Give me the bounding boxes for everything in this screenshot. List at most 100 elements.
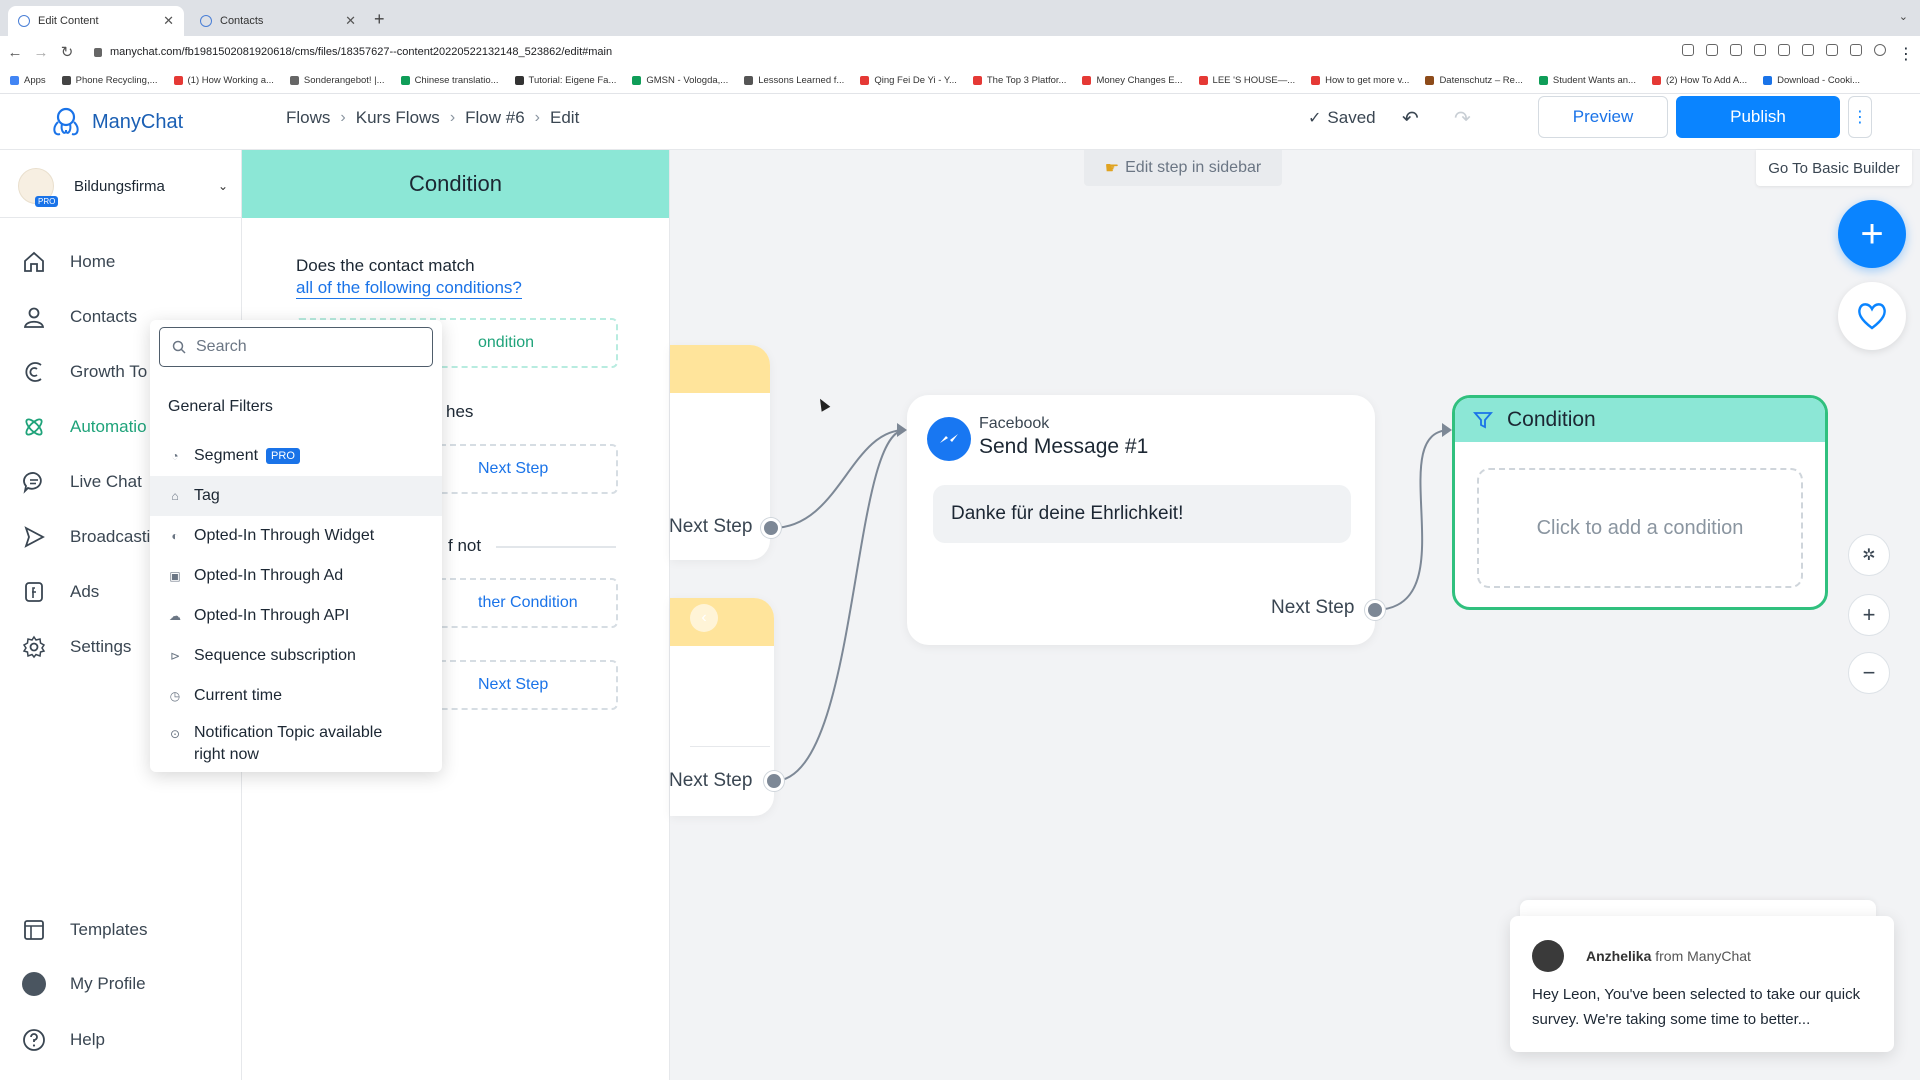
reload-icon[interactable]: ↻ <box>60 44 74 61</box>
next-step-connector[interactable] <box>761 518 781 538</box>
search-input[interactable] <box>196 338 416 356</box>
filter-dropdown: General Filters ◔ Segment PRO ⌂ Tag ◐ Op… <box>150 320 442 772</box>
next-step-label: Next Step <box>669 770 753 791</box>
bookmark-item[interactable]: Sonderangebot! |... <box>289 75 385 86</box>
magic-wand-button[interactable]: ✲ <box>1848 534 1890 576</box>
manychat-logo[interactable]: ManyChat <box>48 104 183 140</box>
nav-item-help[interactable]: Help <box>22 1028 232 1052</box>
breadcrumb-flows[interactable]: Flows <box>286 108 331 127</box>
nav-item-my-profile[interactable]: My Profile <box>22 972 232 996</box>
close-tab-icon[interactable]: ✕ <box>163 13 174 28</box>
puzzle-icon[interactable] <box>1802 44 1814 56</box>
chat-popup[interactable]: Anzhelika from ManyChat Hey Leon, You've… <box>1510 916 1894 1052</box>
bookmark-item[interactable]: Download - Cooki... <box>1763 75 1860 86</box>
translate-icon[interactable] <box>1682 44 1694 56</box>
bookmark-item[interactable]: Qing Fei De Yi - Y... <box>860 75 957 86</box>
bookmark-item[interactable]: Money Changes E... <box>1082 75 1183 86</box>
extension-icon[interactable] <box>1778 44 1790 56</box>
filter-item-opted-in-ad[interactable]: ▣ Opted-In Through Ad <box>169 567 344 584</box>
bookmark-item[interactable]: Apps <box>10 75 46 86</box>
breadcrumb-flow[interactable]: Flow #6 <box>465 108 525 127</box>
nav-item-settings[interactable]: Settings <box>22 635 232 659</box>
bookmark-item[interactable]: Tutorial: Eigene Fa... <box>514 75 616 86</box>
filter-item-opted-in-widget[interactable]: ◐ Opted-In Through Widget <box>150 516 442 556</box>
chevron-down-icon: ⌄ <box>217 179 228 193</box>
browser-tab-edit-content[interactable]: Edit Content ✕ <box>8 6 184 36</box>
bookmark-item[interactable]: (1) How Working a... <box>173 75 274 86</box>
breadcrumb: Flows › Kurs Flows › Flow #6 › Edit <box>286 108 579 128</box>
bookmark-item[interactable]: Student Wants an... <box>1538 75 1636 86</box>
star-icon[interactable] <box>1754 44 1766 56</box>
filter-item-opted-in-api[interactable]: ☁ Opted-In Through API <box>169 607 350 624</box>
bookmark-item[interactable]: Chinese translatio... <box>400 75 499 86</box>
favorites-button[interactable] <box>1838 282 1906 350</box>
bookmark-item[interactable]: (2) How To Add A... <box>1651 75 1747 86</box>
next-step-connector[interactable] <box>764 771 784 791</box>
bookmark-item[interactable]: The Top 3 Platfor... <box>972 75 1066 86</box>
share-icon[interactable] <box>1730 44 1742 56</box>
collapse-left-icon[interactable]: ‹ <box>690 604 718 632</box>
close-tab-icon[interactable]: ✕ <box>345 13 356 28</box>
add-step-button[interactable]: + <box>1838 200 1906 268</box>
more-options-button[interactable]: ⋮ <box>1848 96 1872 138</box>
connection-line <box>773 429 906 782</box>
edit-step-hint: ☛ Edit step in sidebar <box>1084 150 1282 186</box>
nav-item-live-chat[interactable]: Live Chat <box>22 470 232 494</box>
nav-item-contacts[interactable]: Contacts <box>22 305 232 329</box>
preview-button[interactable]: Preview <box>1538 96 1668 138</box>
heart-icon <box>1858 303 1886 330</box>
bookmark-item[interactable]: Lessons Learned f... <box>744 75 844 86</box>
nav-item-ads[interactable]: Ads <box>22 580 232 604</box>
profile-icon[interactable] <box>1874 44 1886 56</box>
add-condition-placeholder[interactable]: Click to add a condition <box>1477 468 1803 588</box>
partial-node-lower[interactable] <box>670 598 774 816</box>
new-tab-icon[interactable]: + <box>374 9 385 29</box>
zoom-in-button[interactable]: + <box>1848 594 1890 636</box>
forward-icon[interactable]: → <box>33 43 49 61</box>
bookmark-favicon-icon <box>1538 76 1548 85</box>
browser-tab-contacts[interactable]: Contacts ✕ <box>190 6 366 36</box>
filter-item-tag[interactable]: ⌂ Tag <box>150 476 442 516</box>
if-not-divider <box>496 546 616 548</box>
bookmark-item[interactable]: Phone Recycling,... <box>61 75 158 86</box>
manychat-logo-icon <box>53 107 79 136</box>
bookmark-item[interactable]: How to get more v... <box>1311 75 1409 86</box>
filter-item-notification-topic[interactable]: ⊙ Notification Topic available right now <box>169 724 383 763</box>
zoom-icon[interactable] <box>1706 44 1718 56</box>
next-step-connector[interactable] <box>1365 600 1385 620</box>
bookmark-item[interactable]: LEE 'S HOUSE—... <box>1198 75 1295 86</box>
nav-item-templates[interactable]: Templates <box>22 918 232 942</box>
bookmark-item[interactable]: GMSN - Vologda,... <box>632 75 728 86</box>
bookmark-favicon-icon <box>1763 76 1773 85</box>
nav-item-growth-tools[interactable]: Growth To <box>22 360 232 384</box>
nav-divider <box>0 217 242 218</box>
redo-icon[interactable]: ↷ <box>1454 108 1471 130</box>
url-field[interactable]: manychat.com/fb198150208192061​8/cms/fil… <box>94 46 612 58</box>
nav-item-automation[interactable]: Automatio <box>22 415 232 439</box>
tab-search-icon[interactable]: ⌄ <box>1898 11 1908 23</box>
filter-item-segment[interactable]: ◔ Segment PRO <box>150 436 442 476</box>
send-message-node[interactable]: Facebook Send Message #1 Danke für deine… <box>907 395 1375 645</box>
condition-question: Does the contact match <box>296 256 475 275</box>
publish-button[interactable]: Publish <box>1676 96 1840 138</box>
check-icon: ✓ <box>1308 110 1322 127</box>
partial-node-upper[interactable] <box>670 345 770 560</box>
go-to-basic-builder-button[interactable]: Go To Basic Builder <box>1756 150 1912 186</box>
match-type-link[interactable]: all of the following conditions? <box>296 278 522 299</box>
chevron-right-icon: › <box>534 109 540 126</box>
message-bubble[interactable]: Danke für deine Ehrlichkeit! <box>933 485 1351 543</box>
breadcrumb-kurs-flows[interactable]: Kurs Flows <box>355 108 440 127</box>
bookmark-item[interactable]: Datenschutz – Re... <box>1425 75 1523 86</box>
back-icon[interactable]: ← <box>7 43 23 61</box>
reading-list-icon[interactable] <box>1826 44 1838 56</box>
nav-item-home[interactable]: Home <box>22 250 232 274</box>
account-switcher[interactable]: PRO Bildungsfirma ⌄ <box>18 168 238 207</box>
zoom-out-button[interactable]: − <box>1848 652 1890 694</box>
nav-item-broadcasting[interactable]: Broadcasti <box>22 525 232 549</box>
filter-item-sequence[interactable]: ⊳ Sequence subscription <box>169 647 356 664</box>
sidebar-icon[interactable] <box>1850 44 1862 56</box>
undo-icon[interactable]: ↶ <box>1402 108 1419 130</box>
condition-node[interactable]: Condition Click to add a condition <box>1452 395 1828 610</box>
filter-item-current-time[interactable]: ◷ Current time <box>169 687 283 704</box>
